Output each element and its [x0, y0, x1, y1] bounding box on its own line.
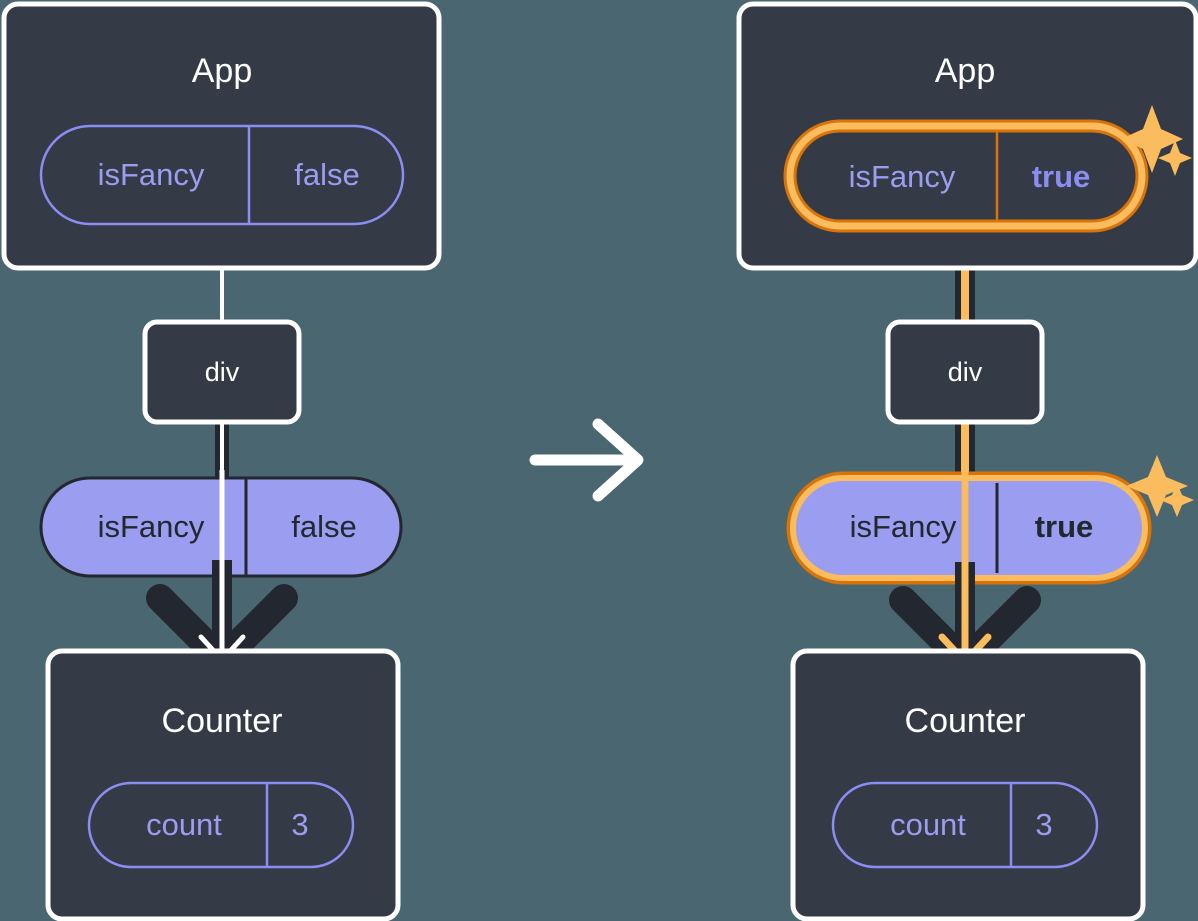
right-app-title: App [935, 52, 996, 90]
left-diagram-group: App isFancy false div isFancy false [1, 1, 442, 921]
left-counter-state-pill-shape [87, 781, 355, 869]
left-app-prop-value: false [294, 157, 359, 192]
right-app-prop-value: true [1032, 159, 1091, 194]
left-prop-pill-value: false [291, 509, 356, 544]
right-prop-sparkle-icon-group [1126, 455, 1194, 517]
right-app-prop-name: isFancy [849, 159, 956, 194]
left-app-prop-pill-shape [39, 124, 405, 226]
sparkle-icon-small [1160, 483, 1194, 517]
transition-arrow-right-icon [529, 418, 644, 502]
left-div-tag: div [142, 319, 302, 425]
right-counter-state-pill: count 3 [831, 781, 1099, 869]
right-prop-pill-name: isFancy [850, 509, 957, 544]
left-counter-state-value: 3 [291, 807, 308, 842]
right-counter-state-name: count [890, 807, 966, 842]
sparkle-icon-large [1121, 105, 1183, 173]
right-diagram-group: App isFancy true div [736, 1, 1198, 921]
left-prop-pill-name: isFancy [98, 509, 205, 544]
right-app-prop-pill: isFancy true [783, 119, 1149, 233]
left-app-prop-name: isFancy [98, 157, 205, 192]
right-div-tag: div [885, 319, 1045, 425]
sparkle-icon-large [1126, 455, 1188, 517]
left-div-tag-box [142, 319, 302, 425]
left-app-panel [1, 1, 442, 271]
right-app-prop-pill-inner-ring [786, 122, 1146, 230]
right-div-tag-label: div [948, 357, 983, 387]
right-counter-state-value: 3 [1035, 807, 1052, 842]
sparkle-icon-small [1158, 140, 1192, 176]
left-counter-panel [45, 648, 401, 921]
left-counter-state-name: count [146, 807, 222, 842]
right-prop-pill-value: true [1035, 509, 1094, 544]
left-counter-state-pill: count 3 [87, 781, 355, 869]
right-div-tag-box [885, 319, 1045, 425]
right-counter-state-pill-shape [831, 781, 1099, 869]
left-app-prop-pill: isFancy false [39, 124, 405, 226]
right-counter-panel [790, 648, 1146, 921]
left-app-title: App [192, 52, 253, 90]
right-counter-title: Counter [905, 702, 1026, 740]
right-app-sparkle-icon-group [1121, 105, 1192, 176]
left-div-tag-label: div [205, 357, 240, 387]
left-counter-title: Counter [162, 702, 283, 740]
